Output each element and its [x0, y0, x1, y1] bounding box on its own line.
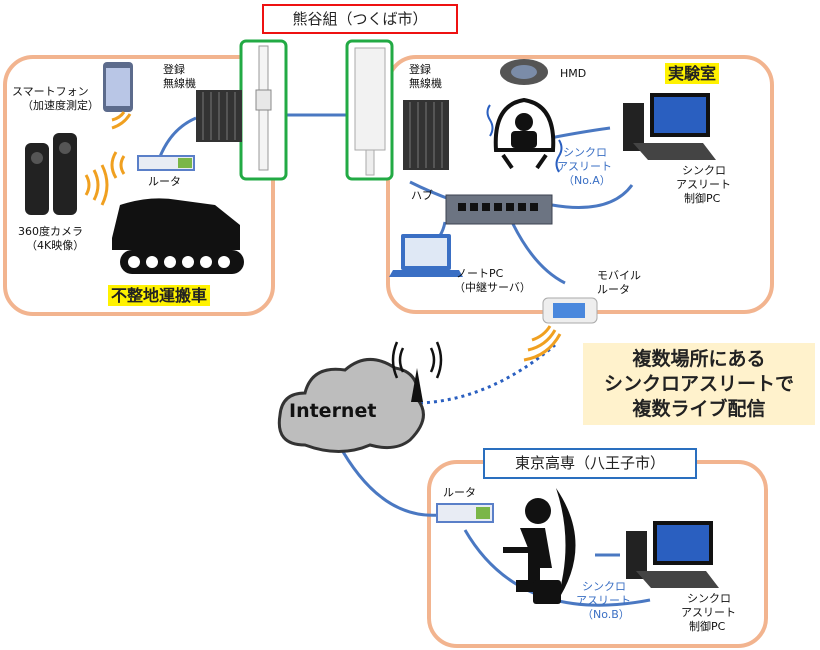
camera-label-2: （4K映像） — [26, 239, 85, 252]
hub-label: ハブ — [411, 189, 433, 202]
lab-pc-label-1: シンクロ — [682, 164, 726, 177]
radio-tower — [391, 341, 443, 402]
radio-lab-label-2: 無線機 — [409, 77, 442, 90]
smartphone-label-1: スマートフォン — [12, 85, 89, 98]
lab-pc-label-2: アスリート — [676, 178, 731, 191]
athlete-a-label-1: シンクロ — [563, 146, 607, 159]
callout-line-3: 複数ライブ配信 — [632, 398, 766, 420]
radio-lab-label-1: 登録 — [409, 63, 431, 76]
mobile-router — [542, 297, 598, 324]
tokyo-site-title: 東京高専（八王子市） — [483, 448, 697, 479]
internet-label: Internet — [289, 400, 377, 422]
radio-left-label-1: 登録 — [163, 63, 185, 76]
camera-360 — [25, 133, 77, 215]
radio-unit-lab — [403, 100, 449, 170]
athlete-a-label-2: アスリート — [557, 160, 612, 173]
radio-unit-left — [196, 90, 242, 142]
antenna-mount — [365, 149, 375, 176]
mobile-router-label-2: ルータ — [597, 283, 630, 296]
wifi-signal-mobile — [523, 325, 562, 362]
callout-line-2: シンクロアスリートで — [603, 373, 794, 395]
router-left-label: ルータ — [148, 175, 181, 188]
note-pc-label-1: ノートPC — [456, 267, 504, 280]
wifi-signal-camera — [84, 164, 109, 206]
router-tokyo — [436, 503, 494, 523]
antenna-bracket — [255, 89, 272, 111]
tokyo-pc-label-1: シンクロ — [687, 592, 731, 605]
athlete-b-label-1: シンクロ — [582, 580, 626, 593]
lab-label: 実験室 — [665, 63, 720, 84]
synchro-athlete-a — [493, 97, 556, 170]
diagram-title: 熊谷組（つくば市） — [262, 4, 458, 34]
camera-label-1: 360度カメラ — [18, 225, 83, 238]
lab-pc-label-3: 制御PC — [684, 192, 721, 205]
wifi-signal-phone — [111, 111, 132, 130]
hmd-label: HMD — [560, 67, 587, 80]
control-pc-lab — [623, 93, 716, 160]
smartphone-label-2: （加速度測定） — [22, 99, 99, 112]
athlete-b-label-3: （No.B） — [582, 608, 630, 621]
athlete-a-label-3: （No.A） — [563, 174, 611, 187]
antenna-panel — [354, 47, 386, 151]
control-pc-tokyo — [626, 521, 719, 588]
wifi-signal-router — [110, 151, 126, 179]
radio-left-label-2: 無線機 — [163, 77, 196, 90]
connection-lines — [155, 113, 651, 607]
tokyo-pc-label-3: 制御PC — [689, 620, 726, 633]
synchro-athlete-b — [503, 488, 576, 604]
wireless-link — [419, 343, 556, 405]
note-pc — [389, 234, 463, 277]
router-tokyo-label: ルータ — [443, 486, 476, 499]
note-pc-label-2: （中継サーバ） — [454, 281, 531, 294]
router-left — [137, 155, 195, 171]
wave-athlete-a — [486, 104, 563, 173]
athlete-b-label-2: アスリート — [576, 594, 631, 607]
network-hub — [445, 194, 553, 225]
vehicle-label: 不整地運搬車 — [108, 285, 211, 306]
mobile-router-label-1: モバイル — [597, 269, 641, 282]
tokyo-pc-label-2: アスリート — [681, 606, 736, 619]
callout-line-1: 複数場所にある — [632, 348, 766, 370]
kumagai-site-frame — [3, 55, 275, 316]
callout-box: 複数場所にある シンクロアスリートで 複数ライブ配信 — [583, 343, 815, 425]
